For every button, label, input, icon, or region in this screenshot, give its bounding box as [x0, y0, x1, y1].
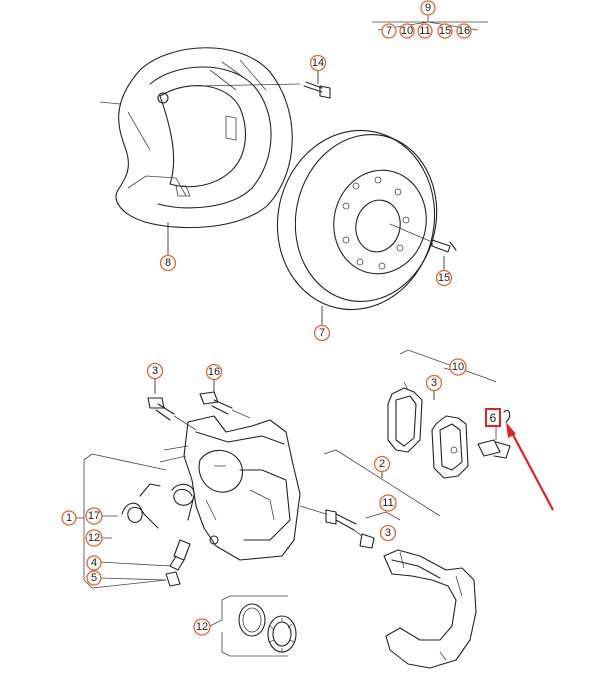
svg-text:1: 1 — [66, 512, 72, 524]
seal-kit-bracket — [209, 595, 288, 657]
callout-seal-kit-12[interactable]: 12 — [193, 618, 211, 636]
svg-text:5: 5 — [91, 572, 97, 584]
svg-text:15: 15 — [438, 272, 450, 284]
callout-group9-child-16[interactable]: 16 — [456, 23, 472, 39]
highlighted-callout-6[interactable]: 6 — [485, 408, 501, 427]
callout-bolt-3[interactable]: 3 — [146, 362, 164, 380]
callout-pad-set-10[interactable]: 10 — [449, 358, 467, 376]
svg-text:11: 11 — [419, 25, 430, 37]
svg-text:3: 3 — [431, 377, 437, 389]
svg-text:7: 7 — [386, 25, 392, 37]
svg-text:15: 15 — [439, 25, 451, 37]
svg-text:3: 3 — [152, 365, 158, 377]
caliper-body — [159, 415, 301, 561]
pointer-arrow — [506, 422, 554, 511]
bleed-cap — [165, 571, 181, 587]
caliper-group-bracket — [76, 453, 171, 589]
svg-text:16: 16 — [458, 25, 470, 37]
callout-carrier-bolts-11[interactable]: 11 — [379, 494, 397, 512]
carrier-bolts — [299, 505, 375, 549]
svg-text:8: 8 — [165, 257, 171, 269]
svg-text:16: 16 — [208, 366, 220, 378]
callout-caliper-spring-17[interactable]: 17 — [85, 507, 103, 525]
dust-boot — [267, 615, 297, 653]
callout-bleed-valve-4[interactable]: 4 — [86, 555, 102, 571]
svg-text:10: 10 — [452, 361, 464, 373]
brake-pad-inner — [387, 381, 423, 453]
svg-text:12: 12 — [88, 532, 100, 544]
callout-shield-8[interactable]: 8 — [159, 254, 177, 272]
callout-caliper-sub-12[interactable]: 12 — [85, 529, 103, 547]
svg-text:3: 3 — [385, 527, 391, 539]
callout-disc-screw-15[interactable]: 15 — [435, 269, 453, 287]
svg-text:14: 14 — [312, 57, 324, 69]
brake-disc — [276, 129, 438, 326]
callout-pad-3[interactable]: 3 — [425, 374, 443, 392]
svg-text:11: 11 — [382, 497, 393, 509]
shield-bolt — [195, 68, 331, 99]
callout-9[interactable]: 9 — [420, 0, 436, 16]
callout-group9-child-15[interactable]: 15 — [437, 23, 453, 39]
svg-text:2: 2 — [379, 458, 385, 470]
svg-text:4: 4 — [91, 557, 97, 569]
svg-text:17: 17 — [88, 510, 100, 522]
piston-seal — [238, 603, 266, 637]
svg-text:6: 6 — [490, 411, 497, 425]
callout-bolt-16[interactable]: 16 — [205, 363, 223, 381]
callout-bleed-cap-5[interactable]: 5 — [86, 570, 102, 586]
carrier-bracket — [383, 549, 477, 669]
callout-carrier-bolts-sub-3[interactable]: 3 — [379, 524, 397, 542]
callout-disc-7[interactable]: 7 — [313, 324, 331, 342]
callout-carrier-2[interactable]: 2 — [373, 455, 391, 473]
bleed-valve — [169, 539, 191, 571]
pad-clip — [477, 409, 511, 459]
svg-text:9: 9 — [425, 2, 431, 14]
callout-shield-bolt-14[interactable]: 14 — [309, 54, 327, 72]
caliper-bolts — [147, 379, 251, 431]
callout-group9-child-11[interactable]: 11 — [417, 23, 433, 39]
callout-caliper-1[interactable]: 1 — [61, 510, 77, 526]
disc-screw — [389, 223, 457, 270]
caliper-springs — [121, 483, 195, 529]
svg-text:10: 10 — [401, 25, 413, 37]
svg-text:12: 12 — [196, 621, 208, 633]
splash-shield — [99, 47, 293, 256]
group-9-header: 9 7 10 11 15 16 — [372, 0, 488, 39]
callout-group9-child-7[interactable]: 7 — [381, 23, 397, 39]
svg-text:7: 7 — [319, 327, 325, 339]
callout-group9-child-10[interactable]: 10 — [399, 23, 415, 39]
brake-pad-outer — [431, 415, 469, 479]
